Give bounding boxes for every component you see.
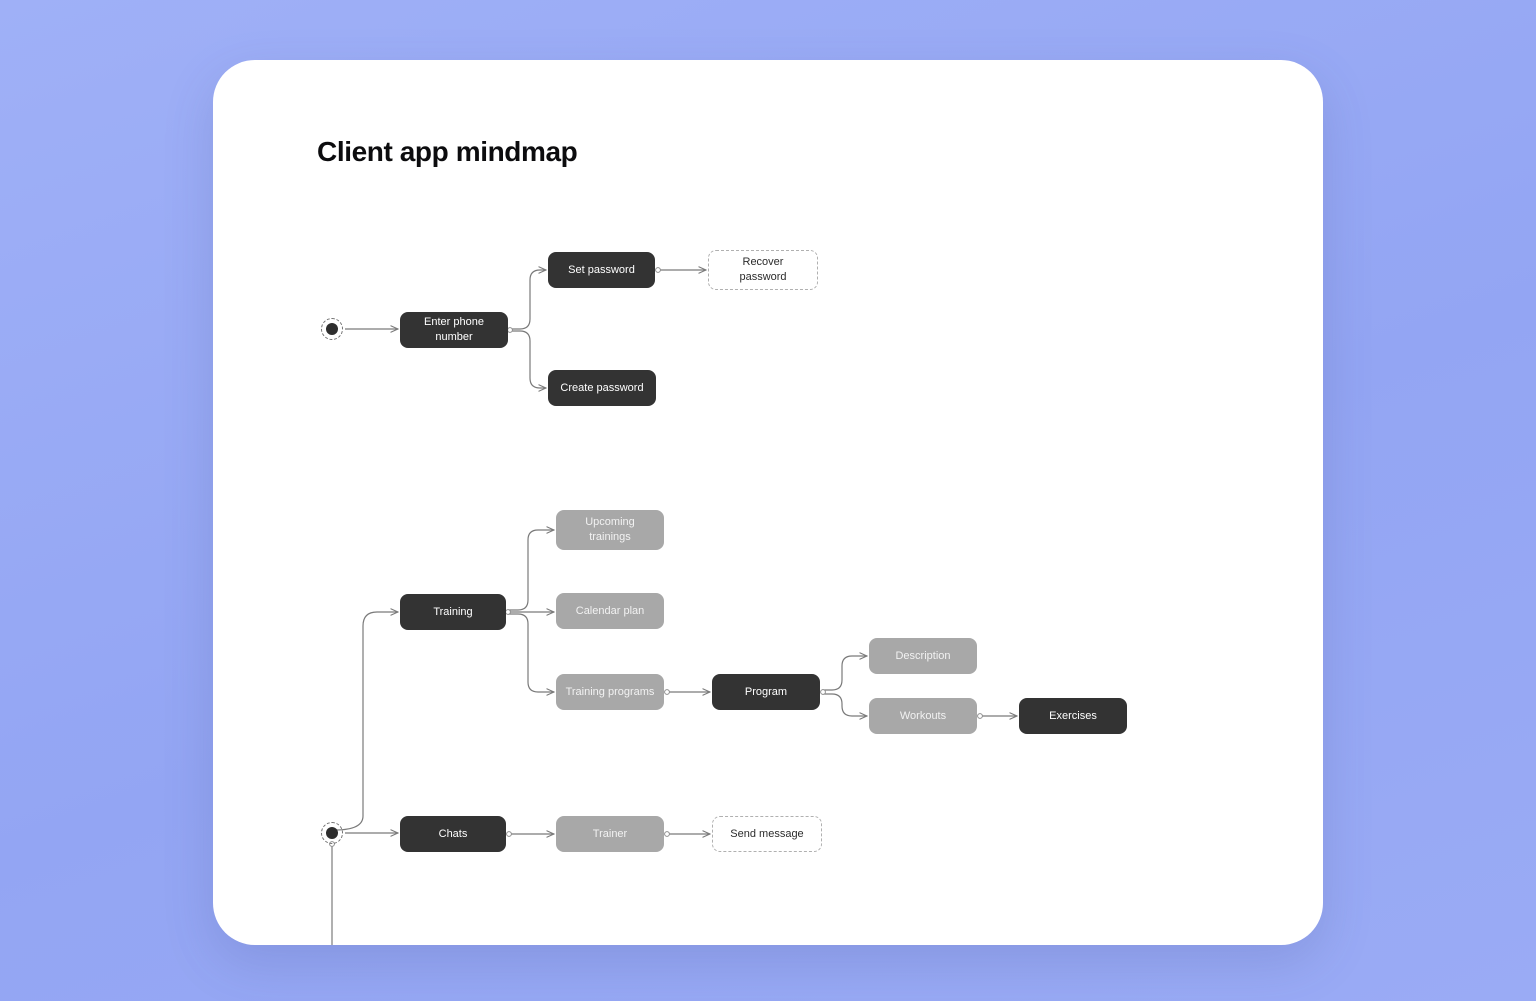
- mindmap-diagram[interactable]: Enter phone number Set password Recover pa…: [213, 60, 1323, 945]
- node-label: Description: [895, 649, 951, 662]
- edge-layer: [329, 60, 1323, 945]
- edge-program-description: [822, 656, 867, 691]
- node-training[interactable]: Training: [400, 594, 506, 630]
- node-label: Send message: [730, 827, 804, 840]
- start-node-start-main[interactable]: [321, 822, 343, 844]
- node-label: Training programs: [565, 685, 655, 698]
- node-label: Set password: [568, 263, 635, 276]
- node-recover-password[interactable]: Recover password: [708, 250, 818, 290]
- edge-anchor-dots: [329, 267, 983, 847]
- node-exercises[interactable]: Exercises: [1019, 698, 1127, 734]
- node-create-password[interactable]: Create password: [548, 370, 656, 406]
- node-workouts[interactable]: Workouts: [869, 698, 977, 734]
- node-trainer[interactable]: Trainer: [556, 816, 664, 852]
- node-label: Chats: [438, 827, 468, 840]
- edge-training-training-programs: [508, 613, 554, 692]
- node-label: Workouts: [899, 709, 947, 722]
- node-set-password[interactable]: Set password: [548, 252, 655, 288]
- node-program[interactable]: Program: [712, 674, 820, 710]
- node-label: Create password: [560, 381, 644, 394]
- node-label: Calendar plan: [575, 604, 645, 617]
- mindmap-board-card: Client app mindmap: [213, 60, 1323, 945]
- node-description[interactable]: Description: [869, 638, 977, 674]
- edge-start-main-training: [334, 612, 398, 831]
- node-label: Training: [433, 605, 473, 618]
- node-label: Exercises: [1049, 709, 1097, 722]
- start-node-start-auth[interactable]: [321, 318, 343, 340]
- node-label: Recover password: [739, 256, 787, 283]
- node-chats[interactable]: Chats: [400, 816, 506, 852]
- node-label: Enter phone number: [424, 316, 484, 343]
- node-label: Trainer: [592, 827, 628, 840]
- node-enter-phone[interactable]: Enter phone number: [400, 312, 508, 348]
- node-label: Program: [744, 685, 788, 698]
- edge-enter-phone-set-password: [510, 270, 546, 330]
- node-training-programs[interactable]: Training programs: [556, 674, 664, 710]
- node-send-message[interactable]: Send message: [712, 816, 822, 852]
- edge-program-workouts: [822, 693, 867, 716]
- node-calendar-plan[interactable]: Calendar plan: [556, 593, 664, 629]
- edge-enter-phone-create-password: [510, 330, 546, 388]
- page-title: Client app mindmap: [317, 136, 578, 167]
- edge-training-upcoming: [508, 530, 554, 611]
- node-upcoming[interactable]: Upcoming trainings: [556, 510, 664, 550]
- node-label: Upcoming trainings: [585, 516, 635, 543]
